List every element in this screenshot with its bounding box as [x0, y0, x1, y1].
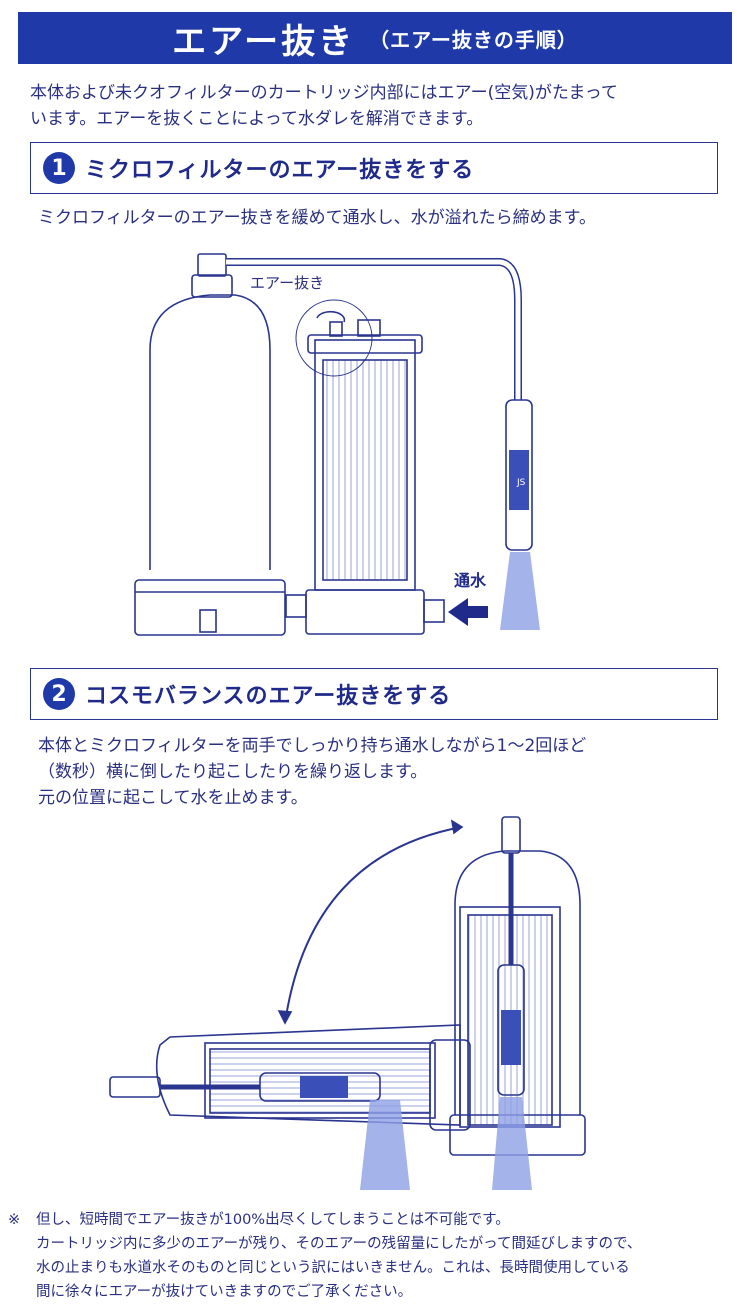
- micro-filter-base: [305, 589, 425, 635]
- nozzle-band: [509, 450, 529, 510]
- page-title: エアー抜き: [172, 21, 356, 62]
- step1-description: ミクロフィルターのエアー抜きを緩めて通水し、水が溢れたら締めます。: [38, 208, 596, 228]
- step1-number: 1: [43, 152, 75, 184]
- upright-nozzle-body: [497, 964, 525, 1096]
- note-line: 間に徐々にエアーが抜けていきますのでご了承ください。: [36, 1284, 413, 1300]
- intro-text: 本体および未クオフィルターのカートリッジ内部にはエアー(空気)がたまって います…: [30, 80, 720, 132]
- footnote: ※ 但し、短時間でエアー抜きが100%出尽くしてしまうことは不可能です。 カート…: [8, 1208, 738, 1304]
- connector: [285, 594, 307, 618]
- intro-line: 本体および未クオフィルターのカートリッジ内部にはエアー(空気)がたまって: [30, 83, 618, 103]
- step2-number: 2: [43, 678, 75, 710]
- tilted-nozzle-end: [109, 1076, 161, 1098]
- micro-filter-cartridge: [322, 359, 408, 581]
- rotation-arrow-tail-icon: [277, 1010, 293, 1025]
- note-line: カートリッジ内に多少のエアーが残り、そのエアーの残留量にしたがって間延びしますの…: [36, 1236, 642, 1252]
- note-line: 水の止まりも水道水そのものと同じという訳にはいきません。これは、長時間使用してい…: [36, 1260, 630, 1276]
- note-line: 但し、短時間でエアー抜きが100%出尽くしてしまうことは不可能です。: [36, 1212, 510, 1228]
- step2-line: 元の位置に起こして水を止めます。: [38, 788, 308, 808]
- base-valve: [199, 609, 217, 633]
- rotation-arc: [284, 826, 463, 1024]
- housing-cap: [191, 274, 233, 298]
- water-stream: [500, 552, 540, 630]
- tilted-housing: [155, 1024, 461, 1126]
- step2-heading: 2 コスモバランスのエアー抜きをする: [30, 668, 718, 720]
- inlet-nut: [357, 319, 381, 337]
- nozzle-body: [505, 399, 533, 551]
- upright-nozzle-band: [501, 1010, 521, 1065]
- tilted-nozzle-body: [259, 1072, 381, 1102]
- tilted-nozzle-band: [300, 1076, 348, 1098]
- intro-line: います。エアーを抜くことによって水ダレを解消できます。: [30, 109, 484, 129]
- micro-filter-top: [307, 334, 423, 354]
- rotate-arrow-icon: [316, 310, 346, 323]
- note-mark: ※: [8, 1212, 21, 1228]
- rotation-arrow-head-icon: [450, 819, 464, 835]
- upright-water-stream: [492, 1097, 532, 1190]
- page-subtitle: （エアー抜きの手順）: [369, 27, 578, 52]
- upright-housing: [454, 850, 581, 1115]
- tilted-water-stream: [360, 1100, 410, 1190]
- step2-illustration: [109, 816, 586, 1190]
- inlet-fitting: [423, 599, 445, 623]
- air-vent-highlight: [295, 299, 373, 377]
- step1-illustration: JS エアー抜き 通水: [134, 253, 540, 636]
- main-base: [134, 579, 286, 636]
- upright-top-nozzle: [501, 816, 521, 854]
- housing-nozzle: [197, 253, 227, 277]
- step2-line: （数秒）横に倒したり起こしたりを繰り返します。: [38, 762, 428, 782]
- step2-line: 本体とミクロフィルターを両手でしっかり持ち通水しながら1〜2回ほど: [38, 736, 587, 756]
- water-flow-label: 通水: [454, 571, 487, 590]
- step2-title: コスモバランスのエアー抜きをする: [85, 684, 452, 709]
- step1-heading: 1 ミクロフィルターのエアー抜きをする: [30, 142, 718, 194]
- step1-title: ミクロフィルターのエアー抜きをする: [85, 158, 475, 183]
- nozzle-mark: JS: [516, 478, 526, 488]
- step2-description: 本体とミクロフィルターを両手でしっかり持ち通水しながら1〜2回ほど （数秒）横に…: [38, 733, 586, 811]
- tilted-base: [429, 1039, 471, 1131]
- page-header: エアー抜き （エアー抜きの手順）: [18, 12, 732, 64]
- main-housing: [149, 294, 271, 570]
- air-vent-label: エアー抜き: [250, 274, 324, 292]
- hose-inner: [226, 259, 521, 400]
- water-flow-arrow-icon: [448, 598, 488, 626]
- air-vent-screw: [329, 321, 343, 337]
- tilted-cartridge-frame: [204, 1042, 436, 1119]
